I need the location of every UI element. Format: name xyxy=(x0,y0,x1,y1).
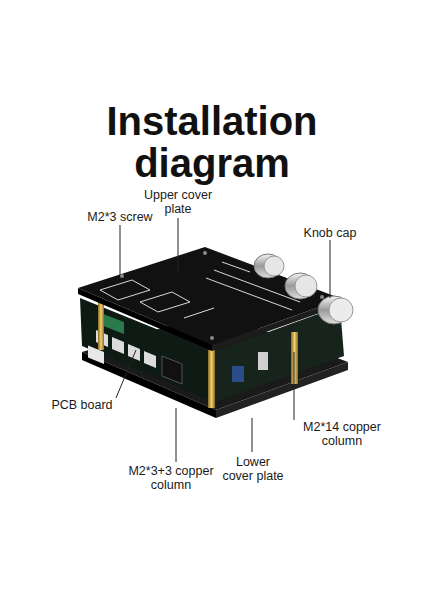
part-label: M2*3+3 copper column xyxy=(116,464,226,492)
title-text: Installation diagram xyxy=(82,100,342,184)
part-label: PCB board xyxy=(44,398,120,412)
part-label: Lower cover plate xyxy=(222,455,284,483)
part-label: Knob cap xyxy=(290,226,370,240)
page-title: Installation diagram xyxy=(0,100,424,184)
part-label: M2*14 copper column xyxy=(292,420,392,448)
part-label: M2*3 screw xyxy=(70,210,170,224)
